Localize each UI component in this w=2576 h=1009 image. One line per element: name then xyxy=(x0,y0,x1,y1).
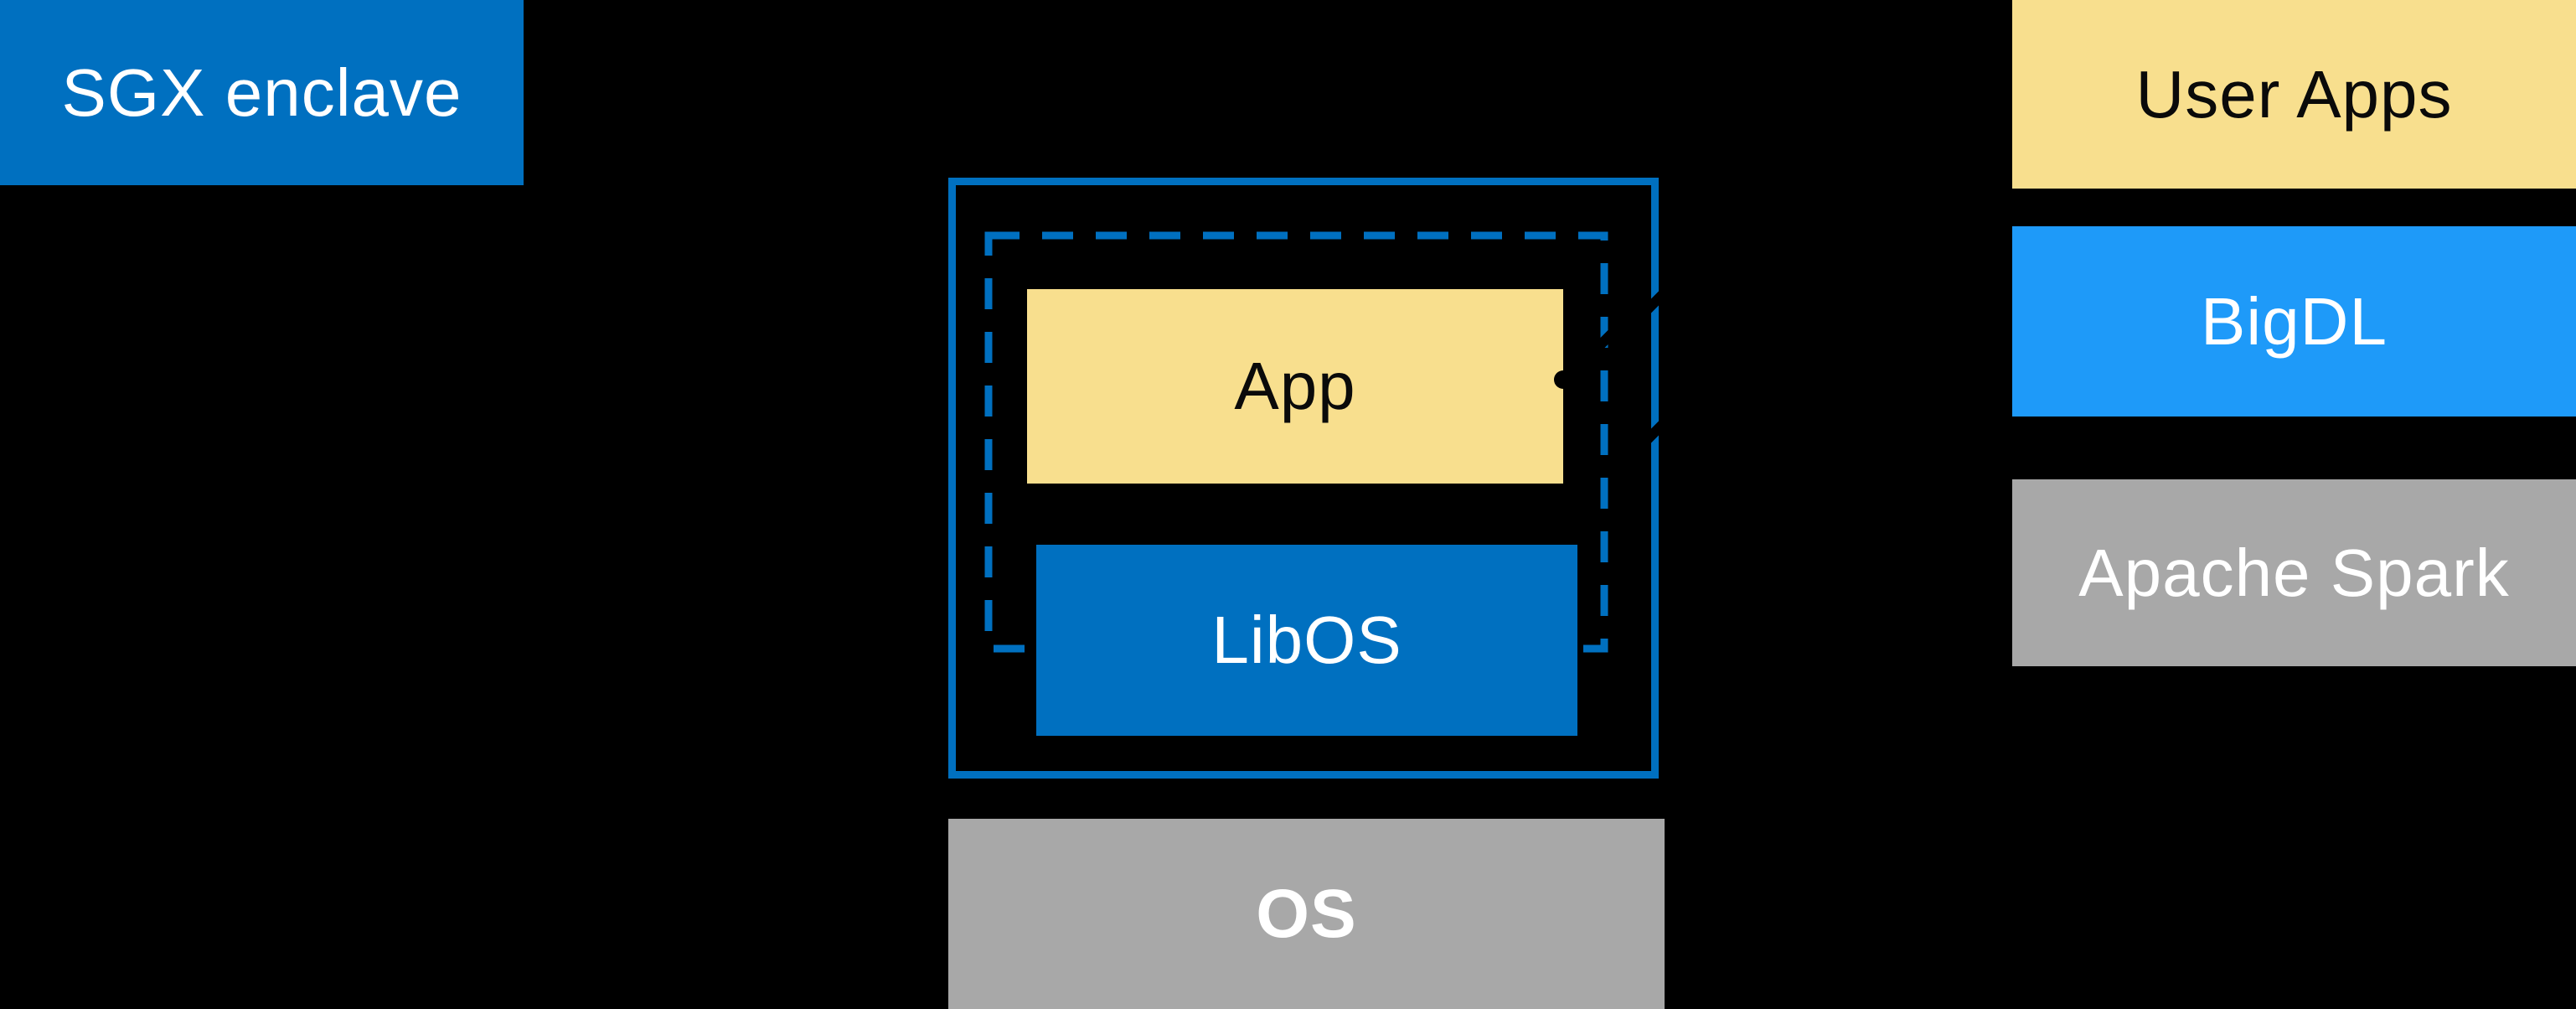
enclave-outer-box xyxy=(948,178,1659,779)
app-label: App xyxy=(1234,349,1356,423)
libos-box: LibOS xyxy=(1036,545,1577,736)
sgx-enclave-box: SGX enclave xyxy=(0,0,524,185)
sgx-enclave-label: SGX enclave xyxy=(61,54,462,130)
os-box: OS xyxy=(948,819,1665,1009)
connector-dot-sgx xyxy=(514,504,533,523)
app-box: App xyxy=(1027,289,1563,484)
bigdl-box: BigDL xyxy=(2012,226,2576,417)
user-apps-box: User Apps xyxy=(2012,0,2576,189)
os-label: OS xyxy=(1256,875,1357,952)
libos-label: LibOS xyxy=(1211,603,1402,677)
apache-spark-label: Apache Spark xyxy=(2078,535,2510,610)
user-apps-label: User Apps xyxy=(2135,56,2453,132)
bigdl-label: BigDL xyxy=(2201,283,2388,359)
apache-spark-box: Apache Spark xyxy=(2012,479,2576,666)
